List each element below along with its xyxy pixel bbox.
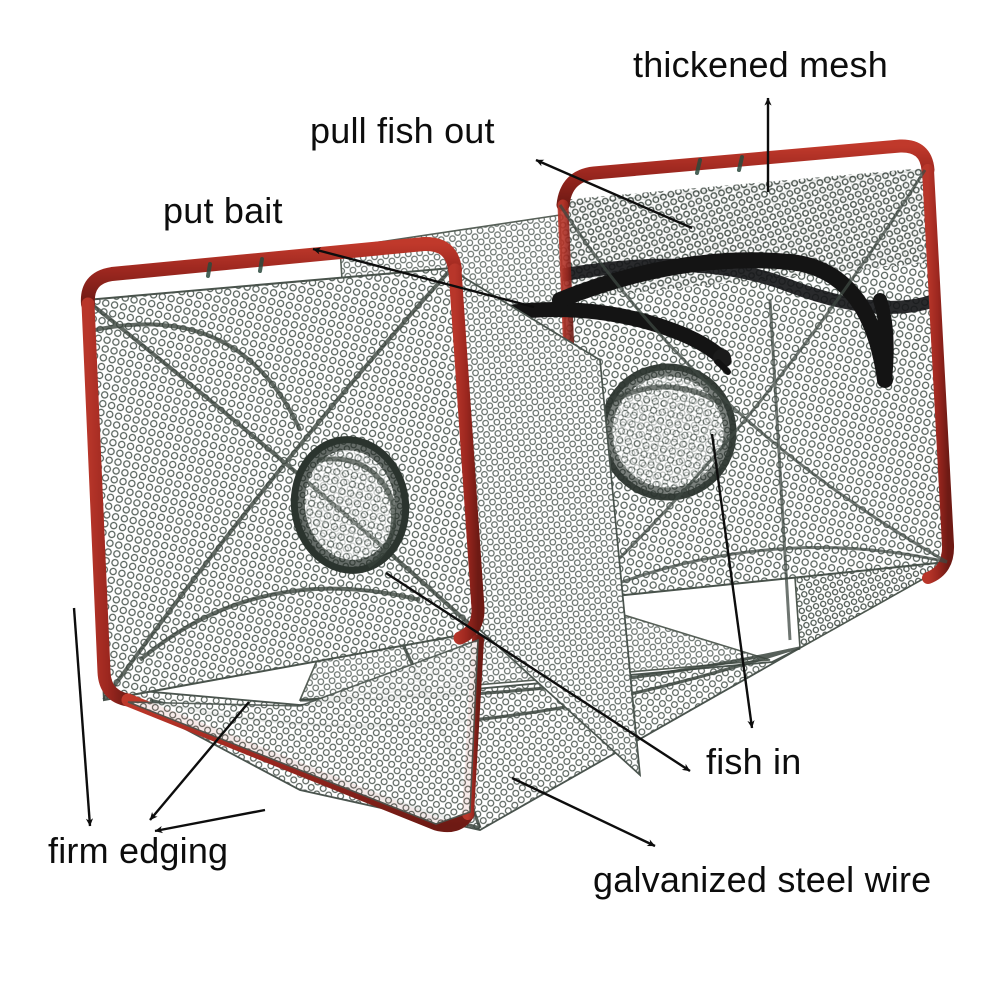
front-chamber-right-rim — [448, 263, 485, 645]
arrow-fish-in-rear — [710, 433, 755, 729]
front-chamber-face-mesh — [84, 266, 480, 702]
label-fish-in: fish in — [706, 741, 802, 782]
arrow-put-bait — [312, 247, 535, 309]
label-put-bait: put bait — [163, 190, 283, 231]
front-chamber-seams — [84, 266, 478, 700]
arrow-firm-edging-left — [72, 607, 94, 827]
front-chamber — [80, 237, 642, 833]
rear-chamber-seams — [558, 169, 948, 641]
front-entrance-funnel-ring — [290, 436, 410, 574]
arrow-firm-edging-diagonal — [149, 701, 250, 821]
arrow-firm-edging-bottom — [154, 808, 266, 834]
annotation-arrows — [72, 97, 772, 848]
rim-lashing-ties — [695, 155, 744, 175]
rear-entrance-funnel-ring — [599, 363, 737, 501]
zipper-strip — [470, 252, 894, 388]
front-rim-lashing-ties — [206, 257, 264, 278]
label-galvanized-steel-wire: galvanized steel wire — [593, 859, 932, 900]
front-chamber-top-rim — [80, 237, 462, 311]
arrow-pull-fish-out — [535, 158, 693, 230]
label-thickened-mesh: thickened mesh — [633, 44, 888, 85]
label-pull-fish-out: pull fish out — [310, 110, 495, 151]
rear-chamber-right-rim — [922, 164, 955, 584]
rear-chamber-top-rim — [556, 139, 935, 212]
arrow-galvanized-steel-wire — [511, 776, 656, 848]
label-firm-edging: firm edging — [48, 830, 229, 871]
arrow-fish-in-front — [385, 571, 691, 773]
front-chamber-bottom-mesh — [127, 638, 479, 825]
